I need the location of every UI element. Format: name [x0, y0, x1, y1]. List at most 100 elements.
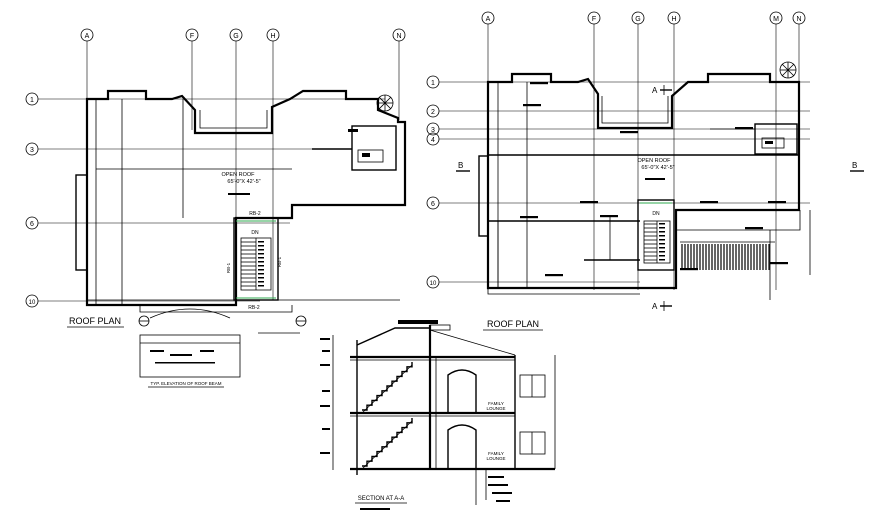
- left-stair-core: DN RB-2 RB-2 RB-1 RB-1: [226, 211, 282, 311]
- right-grid-bubbles-side: 1 2 3 4 6 10: [426, 75, 810, 289]
- left-stair-dn: DN: [251, 230, 259, 236]
- r-grid-label-m: M: [773, 16, 779, 23]
- r-grid-label-10: 10: [430, 281, 437, 287]
- dimension-mark: [545, 274, 563, 277]
- dimension-mark: [768, 201, 786, 204]
- r-grid-label-1: 1: [431, 80, 435, 87]
- stair-stringer: [361, 420, 413, 470]
- r-grid-label-g: G: [635, 16, 640, 23]
- stair-tread-mark: [258, 261, 264, 263]
- right-spiral-stair-icon: [779, 61, 797, 79]
- stair-tread-mark: [659, 247, 665, 249]
- grid-label-6: 6: [30, 221, 34, 228]
- r-grid-label-f: F: [592, 16, 596, 23]
- grid-label-10: 10: [29, 300, 36, 306]
- stair-tread-mark: [659, 243, 665, 245]
- stair-tread-mark: [659, 223, 665, 225]
- stair-tread-mark: [258, 269, 264, 271]
- stair-tread-mark: [258, 257, 264, 259]
- stair-tread-mark: [659, 255, 665, 257]
- dimension-mark: [600, 215, 618, 218]
- left-beam-rb1-b: RB-1: [277, 256, 282, 267]
- right-stair-core: DN: [637, 199, 675, 271]
- stair-tread-mark: [659, 239, 665, 241]
- stair-tread-mark: [258, 241, 264, 243]
- left-open-roof-size: 65'-0"X 42'-5": [227, 179, 260, 185]
- stair-tread-mark: [258, 273, 264, 275]
- r-grid-label-n: N: [796, 16, 801, 23]
- room-label-family-2: FAMILY: [488, 451, 504, 456]
- dimension-mark: [520, 216, 538, 219]
- foundation-leaders: [475, 469, 512, 505]
- r-grid-label-h: H: [671, 16, 676, 23]
- beam-elevation-caption: TYP. ELEVATION OF ROOF BEAM: [150, 381, 221, 386]
- stair-tread-mark: [258, 245, 264, 247]
- dimension-mark: [770, 262, 788, 265]
- r-grid-label-a: A: [486, 16, 491, 23]
- beam-elevation-detail: TYP. ELEVATION OF ROOF BEAM: [139, 334, 241, 388]
- stair-tread-mark: [659, 259, 665, 261]
- section-roof-plan-title: ROOF PLAN: [487, 319, 539, 329]
- room-label-lounge-2: LOUNGE: [486, 456, 505, 461]
- r-grid-label-2: 2: [431, 109, 435, 116]
- dimension-mark: [523, 104, 541, 107]
- section-title: SECTION AT A-A: [358, 496, 404, 502]
- stair-tread-mark: [659, 231, 665, 233]
- dimension-mark: [530, 82, 548, 85]
- right-open-roof-size: 65'-0"X 42'-5": [641, 165, 674, 171]
- grid-label-n: N: [396, 33, 401, 40]
- r-grid-label-4: 4: [431, 137, 435, 144]
- room-label-family-1: FAMILY: [488, 401, 504, 406]
- stair-tread-mark: [258, 253, 264, 255]
- room-label-lounge-1: LOUNGE: [486, 406, 505, 411]
- right-grid-bubbles-top: A F G H M N: [481, 11, 806, 290]
- grid-label-h: H: [270, 33, 275, 40]
- dimension-mark: [620, 131, 638, 134]
- dimension-marks: [520, 82, 788, 277]
- left-beam-rb1-a: RB-1: [226, 262, 231, 273]
- left-beam-rb2-bottom: RB-2: [248, 305, 260, 311]
- stair-tread-mark: [258, 281, 264, 283]
- stair-tread-mark: [258, 285, 264, 287]
- stair-tread-mark: [659, 251, 665, 253]
- section-a-a: ROOF PLAN FAMILY LOUNGE FAMILY LOUNGE: [320, 319, 556, 510]
- grid-label-1: 1: [30, 97, 34, 104]
- spiral-stair-icon: [376, 94, 394, 112]
- section-leaders-left: [320, 335, 334, 470]
- section-mark-b-left: B: [458, 161, 463, 170]
- left-roof-outline: [85, 89, 407, 307]
- left-grid-bubbles-top: A F G H N: [80, 28, 406, 305]
- stair-flight: [362, 362, 413, 411]
- section-stair-flights: [361, 362, 413, 470]
- dimension-mark: [580, 201, 598, 204]
- right-stair-dn: DN: [652, 211, 660, 217]
- right-open-roof-label: OPEN ROOF: [637, 158, 671, 164]
- left-open-roof-label: OPEN ROOF: [221, 172, 255, 178]
- stair-flight: [362, 418, 413, 467]
- grid-label-g: G: [233, 33, 238, 40]
- right-roof-plan: A F G H M N 1 2 3 4 6 10: [426, 11, 864, 311]
- stair-tread-mark: [258, 249, 264, 251]
- section-mark-a-bottom: A: [652, 302, 658, 311]
- stair-tread-mark: [659, 227, 665, 229]
- r-grid-label-6: 6: [431, 201, 435, 208]
- stair-tread-mark: [659, 235, 665, 237]
- right-roof-outline: [486, 72, 801, 290]
- r-grid-label-3: 3: [431, 127, 435, 134]
- left-beam-rb2-top: RB-2: [249, 211, 261, 217]
- section-mark-b-right: B: [852, 161, 857, 170]
- dimension-mark: [680, 268, 698, 271]
- grid-label-3: 3: [30, 147, 34, 154]
- section-mark-a-top: A: [652, 86, 658, 95]
- stair-tread-mark: [258, 265, 264, 267]
- left-grid-bubbles-side: 1 3 6 10: [25, 92, 385, 308]
- stair-stringer: [361, 364, 413, 414]
- stair-tread-mark: [258, 277, 264, 279]
- left-plan-title: ROOF PLAN: [69, 316, 121, 326]
- grid-label-f: F: [190, 33, 194, 40]
- right-hatch-block: [680, 241, 775, 270]
- grid-label-a: A: [85, 33, 90, 40]
- dimension-mark: [700, 201, 718, 204]
- left-roof-plan: A F G H N 1 3 6 10: [25, 28, 407, 388]
